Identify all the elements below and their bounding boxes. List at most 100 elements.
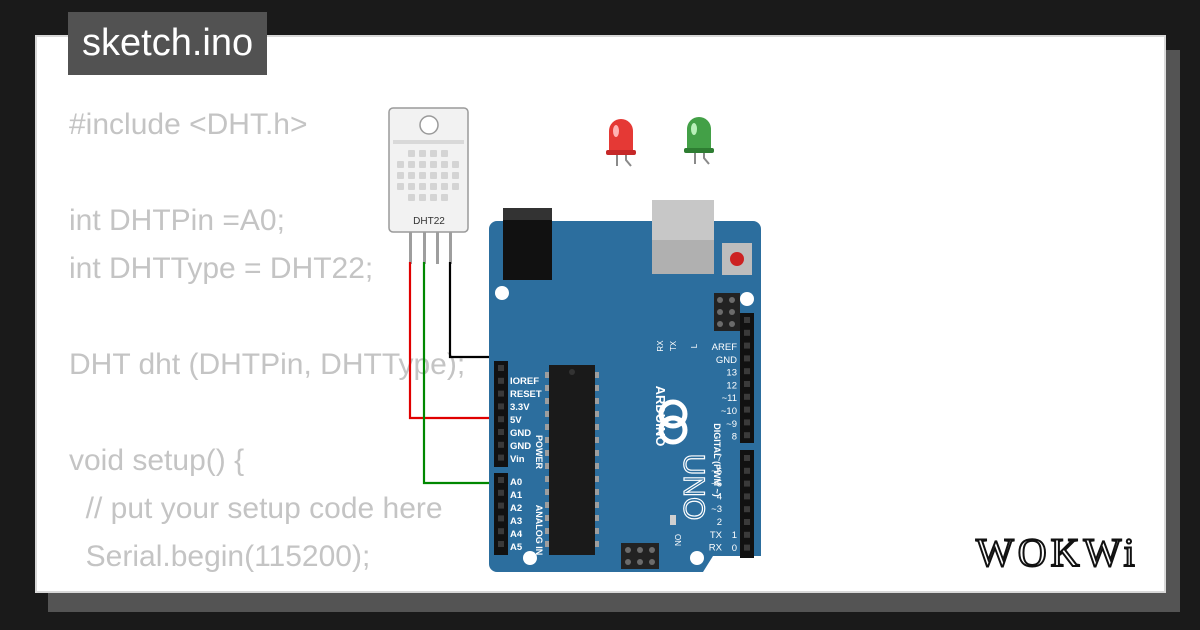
wire-data[interactable] bbox=[422, 262, 500, 485]
grille-hole bbox=[419, 161, 426, 168]
svg-text:WOKWi: WOKWi bbox=[976, 530, 1139, 575]
grille-hole bbox=[430, 194, 437, 201]
header-socket bbox=[744, 531, 750, 538]
chip-pin bbox=[545, 372, 549, 378]
header-socket bbox=[498, 502, 504, 509]
header-socket bbox=[744, 393, 750, 400]
tx-led-label: TX bbox=[669, 340, 678, 351]
pin-label-analog: A2 bbox=[510, 503, 522, 514]
sensor-grille bbox=[397, 150, 459, 201]
header-socket bbox=[744, 355, 750, 362]
pin-label-digital: AREF bbox=[712, 342, 738, 353]
pin-label-digital: ~6 bbox=[711, 466, 722, 477]
power-header bbox=[494, 361, 508, 467]
grille-hole bbox=[419, 172, 426, 179]
pin-label-digital: 2 bbox=[717, 517, 722, 528]
grille-hole bbox=[452, 183, 459, 190]
code-view[interactable]: #include <DHT.h> int DHTPin =A0; int DHT… bbox=[69, 101, 465, 591]
chip-pin bbox=[595, 398, 599, 404]
grille-hole bbox=[408, 194, 415, 201]
header-socket bbox=[744, 480, 750, 487]
grille-hole bbox=[397, 183, 404, 190]
pin-label-power: RESET bbox=[510, 389, 542, 400]
pin-label-analog: A3 bbox=[510, 516, 522, 527]
header-socket bbox=[744, 506, 750, 513]
pin-label-digital: RX bbox=[709, 543, 723, 554]
code-line: // put your setup code here bbox=[69, 492, 443, 525]
chip-pin bbox=[545, 515, 549, 521]
code-line: Serial.begin(115200); bbox=[69, 540, 371, 573]
grille-hole bbox=[430, 183, 437, 190]
header-socket bbox=[498, 390, 504, 397]
green-led[interactable] bbox=[684, 117, 714, 165]
code-line: int DHTType = DHT22; bbox=[69, 252, 374, 285]
chip-pin bbox=[595, 528, 599, 534]
pin-label-power: Vin bbox=[510, 454, 525, 465]
chip-pin bbox=[545, 385, 549, 391]
header-socket bbox=[498, 477, 504, 483]
grille-hole bbox=[408, 161, 415, 168]
board-brand: ARDUINO bbox=[653, 386, 668, 447]
chip-pin bbox=[545, 489, 549, 495]
pin-label-digital-num: 0 bbox=[732, 543, 737, 554]
grille-hole bbox=[419, 194, 426, 201]
chip-pin bbox=[595, 502, 599, 508]
header-socket bbox=[498, 365, 504, 371]
on-led-label: ON bbox=[673, 534, 682, 546]
pin-label-digital: TX bbox=[710, 530, 723, 541]
grille-hole bbox=[441, 150, 448, 157]
chip-pin bbox=[545, 437, 549, 443]
pin-label-digital: ~9 bbox=[726, 419, 737, 430]
dht22-sensor[interactable]: DHT22 bbox=[388, 107, 469, 264]
chip-pin bbox=[595, 411, 599, 417]
digital-header-bottom bbox=[740, 450, 754, 558]
pin-label-digital: 13 bbox=[726, 368, 737, 379]
pin-label-digital-num: 1 bbox=[732, 530, 737, 541]
grille-hole bbox=[397, 161, 404, 168]
digital-header-top bbox=[740, 313, 754, 443]
icsp-pin bbox=[649, 559, 655, 565]
chip-pin bbox=[545, 398, 549, 404]
pin-label-power: GND bbox=[510, 428, 531, 439]
grille-hole bbox=[441, 172, 448, 179]
wokwi-logo: WOKWi bbox=[975, 529, 1139, 576]
pin-label-digital: 8 bbox=[732, 432, 737, 443]
chip-pin bbox=[545, 476, 549, 482]
code-line: #include <DHT.h> bbox=[69, 108, 308, 141]
arduino-uno-board[interactable]: ARDUINO UNO POWER ANALOG IN DIGITAL (PWM… bbox=[489, 200, 761, 572]
icsp-pin bbox=[637, 547, 643, 553]
chip-pin bbox=[545, 502, 549, 508]
pin-label-digital: ~5 bbox=[711, 479, 722, 490]
chip-pin bbox=[595, 424, 599, 430]
reset-button[interactable] bbox=[722, 243, 752, 275]
chip-pin bbox=[595, 489, 599, 495]
code-line: dht.begin(); bbox=[69, 581, 465, 591]
grille-hole bbox=[441, 183, 448, 190]
header-socket bbox=[744, 455, 750, 461]
arduino-logo bbox=[658, 399, 688, 445]
pin-label-digital: 12 bbox=[726, 380, 737, 391]
chip-pin bbox=[545, 528, 549, 534]
board-model: UNO bbox=[677, 454, 710, 521]
analog-label: ANALOG IN bbox=[534, 505, 544, 556]
header-socket bbox=[744, 406, 750, 413]
chip-pin bbox=[545, 450, 549, 456]
chip-pin bbox=[545, 463, 549, 469]
wire-vcc[interactable] bbox=[408, 262, 500, 420]
icsp-pin bbox=[729, 321, 735, 327]
header-socket bbox=[744, 381, 750, 387]
pin-label-digital: GND bbox=[716, 355, 737, 366]
red-led[interactable] bbox=[606, 119, 636, 167]
grille-hole bbox=[419, 150, 426, 157]
pin-label-power: IOREF bbox=[510, 376, 539, 387]
grille-hole bbox=[397, 172, 404, 179]
file-tab-sketch[interactable]: sketch.ino bbox=[68, 12, 268, 75]
icsp-pin bbox=[717, 309, 723, 315]
header-socket bbox=[744, 342, 750, 349]
pin-label-digital: ~3 bbox=[711, 504, 722, 515]
pin-label-power: 5V bbox=[510, 415, 522, 426]
chip-pin bbox=[595, 450, 599, 456]
header-socket bbox=[744, 467, 750, 474]
chip-pin bbox=[595, 385, 599, 391]
